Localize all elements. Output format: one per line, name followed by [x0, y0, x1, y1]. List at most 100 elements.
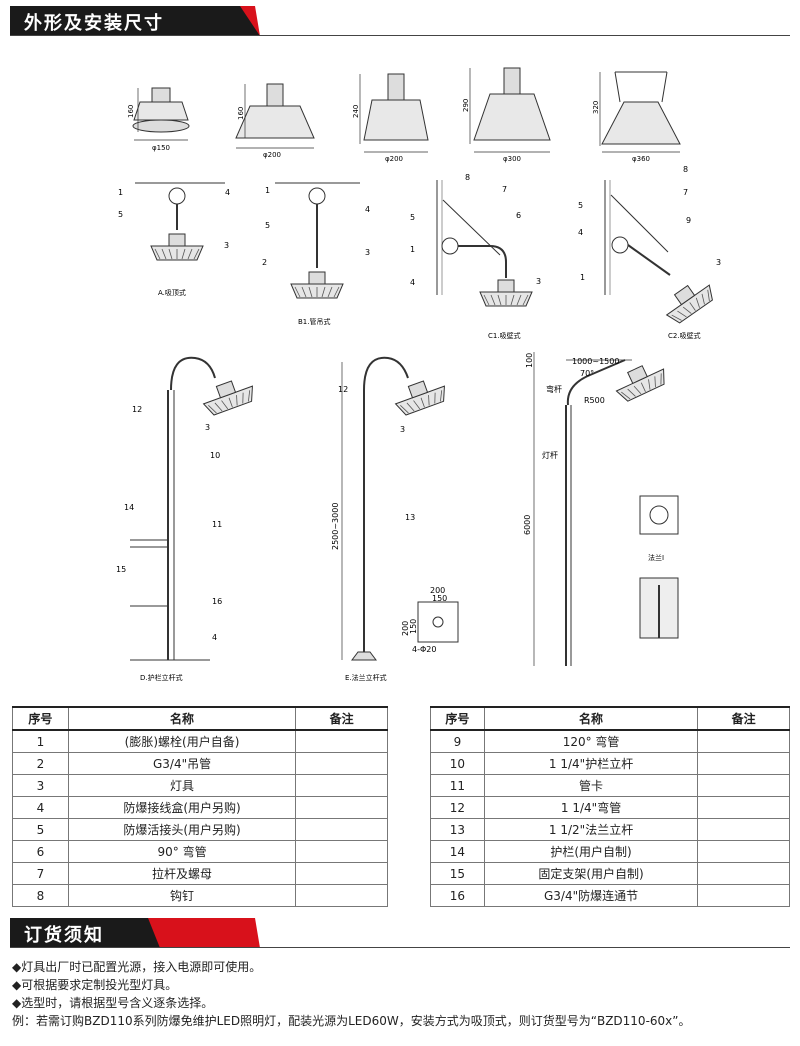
header-name: 名称 — [67, 706, 297, 731]
cell-no: 11 — [430, 774, 485, 797]
header-name: 名称 — [483, 706, 699, 731]
cell-name: 灯具 — [67, 774, 297, 797]
callout-3: 3 — [365, 248, 370, 257]
dim-width: φ150 — [152, 144, 170, 152]
section-title: 订货须知 — [24, 925, 104, 946]
cell-remark — [697, 818, 790, 841]
cell-remark — [697, 862, 790, 885]
cell-no: 1 — [12, 729, 69, 753]
dim-width: φ360 — [632, 155, 650, 163]
callout-16: 16 — [212, 597, 222, 606]
cell-no: 15 — [430, 862, 485, 885]
cell-name: 1 1/4"护栏立杆 — [483, 752, 699, 775]
callout-10: 10 — [210, 451, 220, 460]
cell-name: (膨胀)螺栓(用户自备) — [67, 729, 297, 753]
callout-12: 12 — [338, 385, 348, 394]
callout-5: 5 — [410, 213, 415, 222]
cell-no: 14 — [430, 840, 485, 863]
technical-drawings: 160 φ150 160 φ200 240 φ200 290 φ300 320 … — [116, 67, 721, 682]
caption-d: D.护栏立杆式 — [140, 673, 183, 682]
install-c1-drawing — [436, 180, 533, 307]
cell-remark — [697, 840, 790, 863]
table-row: 1(膨胀)螺栓(用户自备) — [12, 729, 388, 753]
install-d-drawing — [130, 356, 258, 661]
install-pole-drawing — [533, 352, 679, 666]
dim-angle: 70° — [580, 369, 594, 378]
callout-1: 1 — [265, 186, 270, 195]
install-e-drawing — [341, 356, 459, 661]
cell-no: 16 — [430, 884, 485, 907]
callout-3: 3 — [224, 241, 229, 250]
callout-5: 5 — [265, 221, 270, 230]
callout-7: 7 — [502, 185, 507, 194]
cell-name: 固定支架(用户自制) — [483, 862, 699, 885]
callout-4: 4 — [225, 188, 230, 197]
callout-3: 3 — [716, 258, 721, 267]
dim-height: 320 — [592, 101, 600, 114]
cell-no: 13 — [430, 818, 485, 841]
callout-11: 11 — [212, 520, 222, 529]
dim-height: 160 — [237, 107, 245, 120]
cell-no: 4 — [12, 796, 69, 819]
dim-pole-height: 2500~3000 — [331, 503, 340, 550]
callout-8: 8 — [465, 173, 470, 182]
cell-remark — [295, 796, 388, 819]
cell-name: 管卡 — [483, 774, 699, 797]
dim-plate-h1: 200 — [401, 621, 410, 636]
section-header-dimensions: 外形及安装尺寸 — [10, 6, 790, 36]
note-line: 例：若需订购BZD110系列防爆免维护LED照明灯，配装光源为LED60W，安装… — [12, 1014, 691, 1028]
cell-no: 7 — [12, 862, 69, 885]
cell-no: 3 — [12, 774, 69, 797]
dim-height: 290 — [462, 99, 470, 112]
callout-12: 12 — [132, 405, 142, 414]
dim-plate-w1: 200 — [430, 586, 445, 595]
dim-width: φ300 — [503, 155, 521, 163]
callout-4: 4 — [365, 205, 370, 214]
cell-name: 护栏(用户自制) — [483, 840, 699, 863]
callout-9: 9 — [686, 216, 691, 225]
note-line: ◆选型时，请根据型号含义逐条选择。 — [12, 996, 214, 1010]
header-remark: 备注 — [295, 706, 388, 731]
cell-remark — [697, 729, 790, 753]
section-title: 外形及安装尺寸 — [24, 13, 164, 34]
cell-no: 10 — [430, 752, 485, 775]
callout-1: 1 — [580, 273, 585, 282]
caption-e: E.法兰立杆式 — [345, 673, 387, 682]
cell-no: 5 — [12, 818, 69, 841]
cell-no: 2 — [12, 752, 69, 775]
cell-name: 1 1/2"法兰立杆 — [483, 818, 699, 841]
cell-name: 钩钉 — [67, 884, 297, 907]
callout-13: 13 — [405, 513, 415, 522]
cell-no: 8 — [12, 884, 69, 907]
callout-5: 5 — [118, 210, 123, 219]
header-no: 序号 — [12, 706, 69, 731]
dim-pole-6000: 6000 — [523, 515, 532, 535]
cell-name: 120° 弯管 — [483, 729, 699, 753]
lamp-profile-3 — [359, 73, 429, 153]
install-b1-drawing — [275, 182, 360, 299]
section-header-ordering: 订货须知 — [10, 918, 790, 948]
callout-15: 15 — [116, 565, 126, 574]
callout-2: 2 — [262, 258, 267, 267]
cell-no: 9 — [430, 729, 485, 753]
label-pole: 灯杆 — [542, 450, 558, 460]
cell-remark — [295, 818, 388, 841]
caption-c2: C2.吸壁式 — [668, 331, 701, 340]
cell-remark — [295, 862, 388, 885]
callout-1: 1 — [410, 245, 415, 254]
label-arm: 弯杆 — [546, 384, 562, 394]
note-line: ◆灯具出厂时已配置光源，接入电源即可使用。 — [12, 960, 262, 974]
cell-name: 防爆活接头(用户另购) — [67, 818, 297, 841]
cell-remark — [697, 774, 790, 797]
